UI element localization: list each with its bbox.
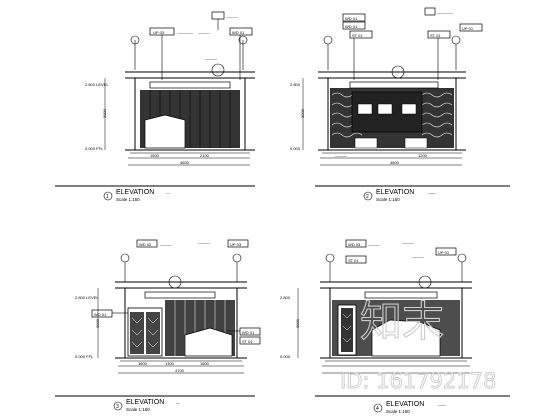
svg-text:——: —— <box>428 190 436 195</box>
material-tag <box>239 336 261 345</box>
svg-text:4600: 4600 <box>180 160 190 165</box>
svg-text:2.800: 2.800 <box>290 82 301 87</box>
svg-text:0.000: 0.000 <box>290 146 301 151</box>
material-tag-label: WD 01 <box>345 16 358 21</box>
material-tag-label: ST 01 <box>430 33 441 38</box>
material-tag-label: WD 01 <box>232 30 245 35</box>
svg-text:————: ———— <box>177 30 193 35</box>
elevation-1: ——— UP 03 ———— WD 01 ——— <box>55 11 255 202</box>
svg-text:1600: 1600 <box>200 361 210 366</box>
material-tag <box>227 239 249 248</box>
svg-text:———: ——— <box>198 240 210 245</box>
material-tag-label: WD 01 <box>94 312 107 317</box>
elevation-number-bubble <box>363 191 373 201</box>
material-tag <box>345 255 367 264</box>
material-tag-label: WD 02 <box>139 242 152 247</box>
material-tag <box>427 30 451 39</box>
elevation-title: ELEVATION <box>376 189 414 196</box>
material-tag <box>345 239 367 248</box>
elevation-scale: Scale 1:150 <box>126 407 150 412</box>
material-tag-label: UP 01 <box>462 26 474 31</box>
watermark-logo: 知末 <box>360 297 444 346</box>
material-tag-label: ST 01 <box>242 339 253 344</box>
material-tag-label: WD 01 <box>242 330 255 335</box>
elevation-number: 4 <box>376 406 379 412</box>
svg-text:3000: 3000 <box>102 108 107 118</box>
svg-text:———: ——— <box>160 242 172 247</box>
elevation-number: 1 <box>106 194 109 200</box>
material-tag <box>459 23 483 32</box>
material-tag <box>342 13 366 22</box>
elevation-title: ELEVATION <box>126 399 164 406</box>
svg-text:0.000 FFL: 0.000 FFL <box>85 146 104 151</box>
svg-text:————: ———— <box>437 10 453 15</box>
watermark: 知末 ID: 161792178 <box>340 296 497 393</box>
svg-text:—: — <box>176 400 180 405</box>
watermark-id: ID: 161792178 <box>340 369 496 393</box>
elevation-number: 3 <box>116 404 119 410</box>
elevation-number-bubble <box>103 191 113 201</box>
svg-text:4800: 4800 <box>390 160 400 165</box>
svg-text:1200: 1200 <box>418 153 428 158</box>
material-tag <box>239 327 261 336</box>
material-tag-label: WD 01 <box>345 24 358 29</box>
elevation-scale: Scale 1:150 <box>386 409 410 414</box>
elevation-title: ELEVATION <box>386 401 424 408</box>
elevation-scale: Scale 1:150 <box>376 197 400 202</box>
column-grid-marker <box>238 35 248 45</box>
material-tag-label: UP 03 <box>230 242 242 247</box>
material-tag-label: WD 03 <box>348 242 361 247</box>
material-tag <box>229 27 253 36</box>
elevation-number-bubble <box>373 403 383 413</box>
material-tag-label: UP 03 <box>153 30 165 35</box>
elevation-scale: Scale 1:150 <box>116 197 140 202</box>
svg-text:0.000: 0.000 <box>280 354 291 359</box>
svg-text:3000: 3000 <box>95 318 100 328</box>
svg-text:———: ——— <box>198 30 210 35</box>
svg-text:———: ——— <box>205 56 217 61</box>
material-tag <box>342 21 366 30</box>
material-tag <box>91 309 113 318</box>
material-tag <box>136 239 158 248</box>
material-tag-label: ST 01 <box>352 33 363 38</box>
elevation-4: WD 03 ST 01 UP 01 ——— ——— ——— 2.800 0.00… <box>280 239 510 414</box>
svg-text:1500: 1500 <box>150 153 160 158</box>
elevation-number: 2 <box>366 194 369 200</box>
svg-text:3000: 3000 <box>300 108 305 118</box>
svg-text:1300: 1300 <box>165 361 175 366</box>
material-tag-label: ST 01 <box>348 258 359 263</box>
elevation-title: ELEVATION <box>116 189 154 196</box>
svg-text:———: ——— <box>402 240 414 245</box>
elevation-3: WD 02 UP 03 WD 01 WD 01 ST 01 ——— ——— <box>55 239 261 412</box>
svg-text:—: — <box>166 190 170 195</box>
svg-text:2.800: 2.800 <box>280 295 291 300</box>
material-tag-label: UP 01 <box>438 250 450 255</box>
svg-text:2.800 LEVEL: 2.800 LEVEL <box>85 82 109 87</box>
svg-text:——: —— <box>438 402 446 407</box>
svg-text:———: ——— <box>335 153 347 158</box>
elevation-2: WD 01 WD 01 ST 01 ST 01 UP 01 ———— <box>290 7 510 202</box>
svg-text:1600: 1600 <box>138 361 148 366</box>
svg-text:2100: 2100 <box>200 153 210 158</box>
svg-text:3000: 3000 <box>295 318 300 328</box>
svg-text:———: ——— <box>368 242 380 247</box>
svg-text:———: ——— <box>226 14 238 19</box>
column-grid-marker <box>130 35 140 45</box>
material-tag <box>435 247 457 256</box>
svg-text:———: ——— <box>412 254 424 259</box>
material-tag <box>349 30 373 39</box>
svg-text:2.800 LEVEL: 2.800 LEVEL <box>75 295 99 300</box>
elevation-number-bubble <box>113 401 123 411</box>
svg-text:0.000 FFL: 0.000 FFL <box>75 354 94 359</box>
svg-text:4700: 4700 <box>175 368 185 373</box>
